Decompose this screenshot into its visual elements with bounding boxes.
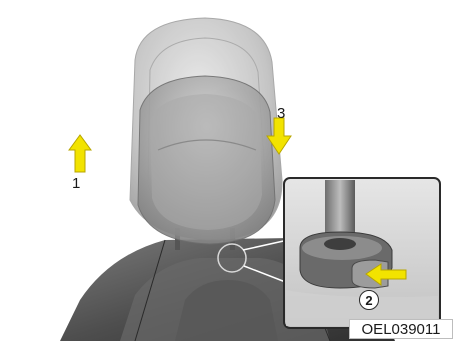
headrest-lowered: [138, 76, 275, 244]
step-label-2: 2: [359, 290, 379, 310]
figure-code: OEL039011: [349, 319, 453, 339]
up-arrow-icon: [69, 135, 91, 172]
step-label-3: 3: [277, 106, 285, 121]
step-label-1: 1: [72, 176, 80, 191]
